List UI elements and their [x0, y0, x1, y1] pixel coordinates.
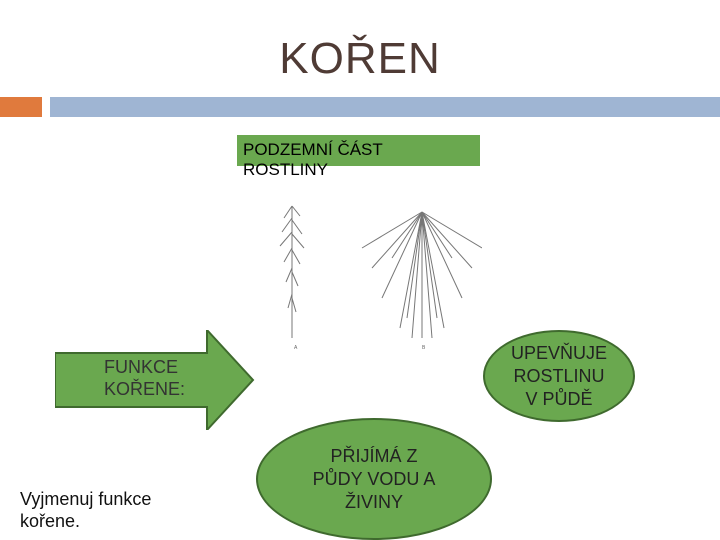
function-1-line-2: ROSTLINU	[513, 365, 605, 386]
root-illustration: A B	[279, 205, 482, 351]
function-1-line-1: UPEVŇUJE	[510, 342, 608, 363]
arrow-label-line-1: FUNKCE	[104, 357, 179, 377]
function-2-line-3: ŽIVINY	[344, 491, 403, 512]
function-ellipse-anchor: UPEVŇUJE ROSTLINU V PŮDĚ	[483, 330, 635, 422]
label-box-line-2: ROSTLINY	[243, 160, 329, 179]
function-2-line-1: PŘIJÍMÁ Z	[330, 445, 418, 466]
function-1-line-3: V PŮDĚ	[525, 388, 593, 409]
label-box-line-1: PODZEMNÍ ČÁST	[243, 140, 383, 159]
task-line-1: Vyjmenuj funkce	[20, 489, 152, 509]
task-line-2: kořene.	[20, 511, 81, 531]
image-label-a: A	[294, 345, 298, 351]
function-2-line-2: PŮDY VODU A	[312, 468, 436, 489]
function-ellipse-absorb: PŘIJÍMÁ Z PŮDY VODU A ŽIVINY	[256, 418, 492, 540]
label-box-text: PODZEMNÍ ČÁST ROSTLINY	[243, 140, 383, 180]
arrow-label-line-2: KOŘENE:	[104, 379, 186, 399]
accent-bar-blue	[50, 97, 720, 117]
function-arrow	[55, 330, 255, 430]
arrow-label: FUNKCE KOŘENE:	[104, 356, 185, 400]
label-box	[237, 135, 480, 166]
accent-bar-orange	[0, 97, 42, 117]
slide-title: KOŘEN	[279, 34, 441, 83]
task-text: Vyjmenuj funkce kořene.	[20, 488, 151, 532]
image-label-b: B	[422, 345, 426, 351]
